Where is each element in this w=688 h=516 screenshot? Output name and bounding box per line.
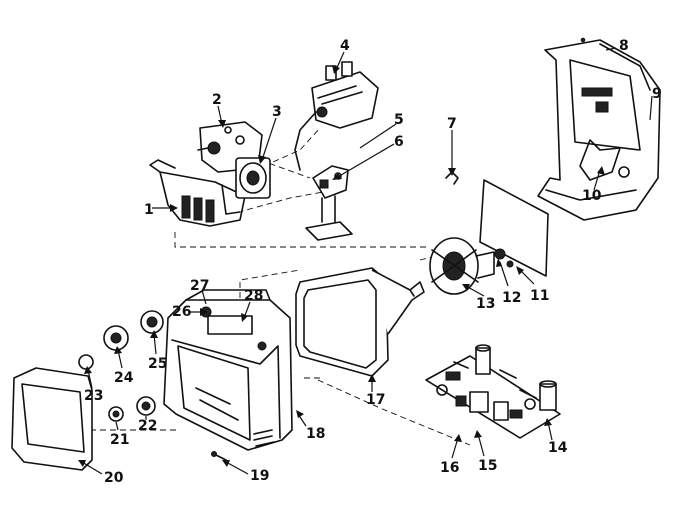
callout-27: 27: [190, 278, 209, 294]
callout-12: 12: [502, 290, 521, 306]
callout-20: 20: [104, 470, 124, 486]
callout-19: 19: [250, 468, 269, 484]
callout-17: 17: [366, 392, 385, 408]
part-picture-tube: [295, 267, 425, 377]
callout-6: 6: [394, 134, 404, 150]
assembly-lines: [90, 127, 471, 446]
callout-1: 1: [144, 202, 154, 218]
callout-26: 26: [172, 304, 191, 320]
callout-7: 7: [447, 116, 457, 132]
callout-11: 11: [530, 288, 549, 304]
callout-16: 16: [440, 460, 459, 476]
callout-3: 3: [272, 104, 282, 120]
callout-labels: 1 2 3 4 5 6 7 8 9 10 11 12 13 14 15 16 1…: [84, 38, 662, 486]
part-screw: [211, 451, 227, 461]
callout-21: 21: [110, 432, 129, 448]
leader-lines: [78, 47, 653, 475]
callout-22: 22: [138, 418, 157, 434]
part-circuit-board: [425, 344, 561, 439]
part-speaker: [235, 157, 271, 199]
callout-25: 25: [148, 356, 167, 372]
part-speaker-bracket: [149, 159, 246, 227]
part-back-cabinet: [537, 37, 661, 221]
part-mask: [11, 367, 93, 471]
callout-14: 14: [548, 440, 568, 456]
callout-28: 28: [244, 288, 263, 304]
part-front-cabinet: [163, 289, 293, 451]
part-clip: [445, 171, 459, 185]
callout-8: 8: [619, 38, 629, 54]
part-tuner: [294, 61, 379, 171]
callout-9: 9: [652, 86, 662, 102]
callout-2: 2: [212, 92, 222, 108]
callout-18: 18: [306, 426, 325, 442]
callout-24: 24: [114, 370, 134, 386]
callout-23: 23: [84, 388, 103, 404]
part-switch-bracket: [305, 165, 353, 241]
callout-5: 5: [394, 112, 404, 128]
part-deflection-yoke: [429, 237, 495, 295]
part-grommet: [494, 248, 514, 268]
callout-13: 13: [476, 296, 495, 312]
callout-10: 10: [582, 188, 602, 204]
callout-15: 15: [478, 458, 497, 474]
part-back-panel: [479, 179, 549, 277]
callout-4: 4: [340, 38, 350, 54]
